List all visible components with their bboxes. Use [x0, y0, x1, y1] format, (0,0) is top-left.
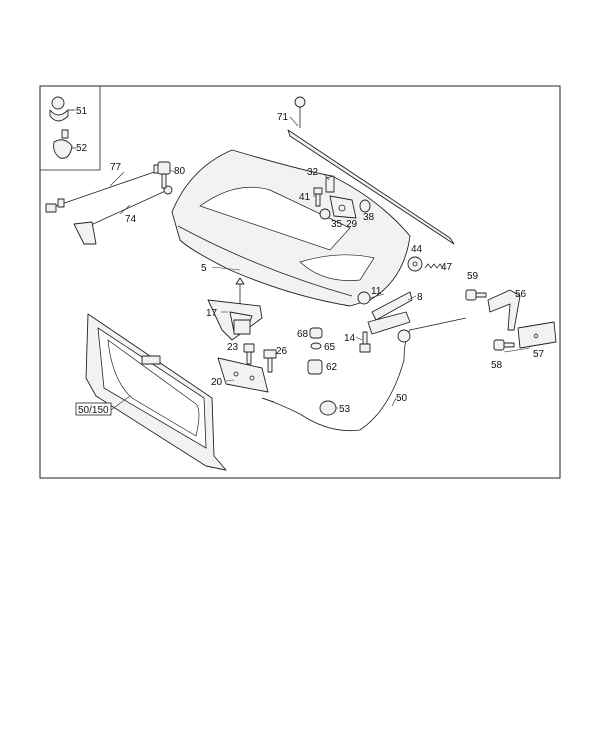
plate-57-part	[517, 321, 557, 349]
bolt-23-part	[243, 343, 255, 365]
callout-26: 26	[276, 346, 288, 357]
callout-68: 68	[297, 329, 309, 340]
callout-47: 47	[441, 262, 453, 273]
callout-52: 52	[76, 143, 88, 154]
callout-29: 29	[346, 219, 358, 230]
handle-56-part	[487, 289, 521, 331]
bumper-38-part	[359, 199, 371, 213]
screw-58-part	[493, 339, 515, 351]
callout-14: 14	[344, 333, 356, 344]
callout-77: 77	[110, 162, 122, 173]
bracket-20-part	[217, 357, 269, 393]
callout-20: 20	[211, 377, 223, 388]
seal-strip-71-part	[287, 96, 455, 245]
wheel-44-part	[407, 256, 423, 272]
callout-57: 57	[533, 349, 545, 360]
callout-17: 17	[206, 308, 218, 319]
callout-23: 23	[227, 342, 239, 353]
clip-51-part	[49, 96, 74, 122]
callout-74: 74	[125, 214, 137, 225]
callout-38: 38	[363, 212, 375, 223]
callout-35: 35	[331, 219, 343, 230]
callout-44: 44	[411, 244, 423, 255]
callout-50-150: 50/150	[78, 405, 109, 416]
callout-59: 59	[467, 271, 479, 282]
screw-41-part	[313, 187, 323, 207]
hood-hinge-17-part	[207, 277, 263, 341]
screw-14-part	[359, 331, 371, 353]
callout-65: 65	[324, 342, 336, 353]
callout-5: 5	[201, 263, 207, 274]
buffer-62-part	[307, 359, 323, 375]
clip-inset-box	[40, 86, 101, 171]
screw-59-part	[465, 289, 487, 301]
latch-32-part	[325, 175, 335, 193]
hood-panel-5-part	[171, 149, 411, 307]
callout-56: 56	[515, 289, 527, 300]
callout-11: 11	[371, 286, 382, 297]
bolt-26-part	[263, 349, 277, 373]
lock-29-part	[329, 195, 357, 219]
bolt-11-part	[357, 291, 371, 305]
callout-50-150-box	[75, 402, 112, 416]
callout-71: 71	[277, 112, 289, 123]
callout-51: 51	[76, 106, 88, 117]
leader-lines	[74, 109, 531, 411]
hinge-8-part	[367, 291, 413, 335]
callout-50: 50	[396, 393, 408, 404]
callout-8: 8	[417, 292, 423, 303]
callout-41: 41	[299, 192, 311, 203]
callout-32: 32	[307, 167, 319, 178]
grille-frame-50-150-part	[85, 313, 227, 471]
buffer-53-part	[319, 400, 337, 416]
bumper-35-part	[319, 208, 331, 220]
callout-58: 58	[491, 360, 503, 371]
nut-65-part	[310, 342, 322, 350]
cap-68-part	[309, 327, 323, 339]
release-cable-50-part	[261, 317, 467, 431]
spring-47-part	[424, 263, 444, 269]
bolt-80-part	[157, 161, 171, 189]
callout-62: 62	[326, 362, 338, 373]
callout-80: 80	[174, 166, 186, 177]
clip-52-part	[53, 129, 76, 159]
callout-53: 53	[339, 404, 351, 415]
